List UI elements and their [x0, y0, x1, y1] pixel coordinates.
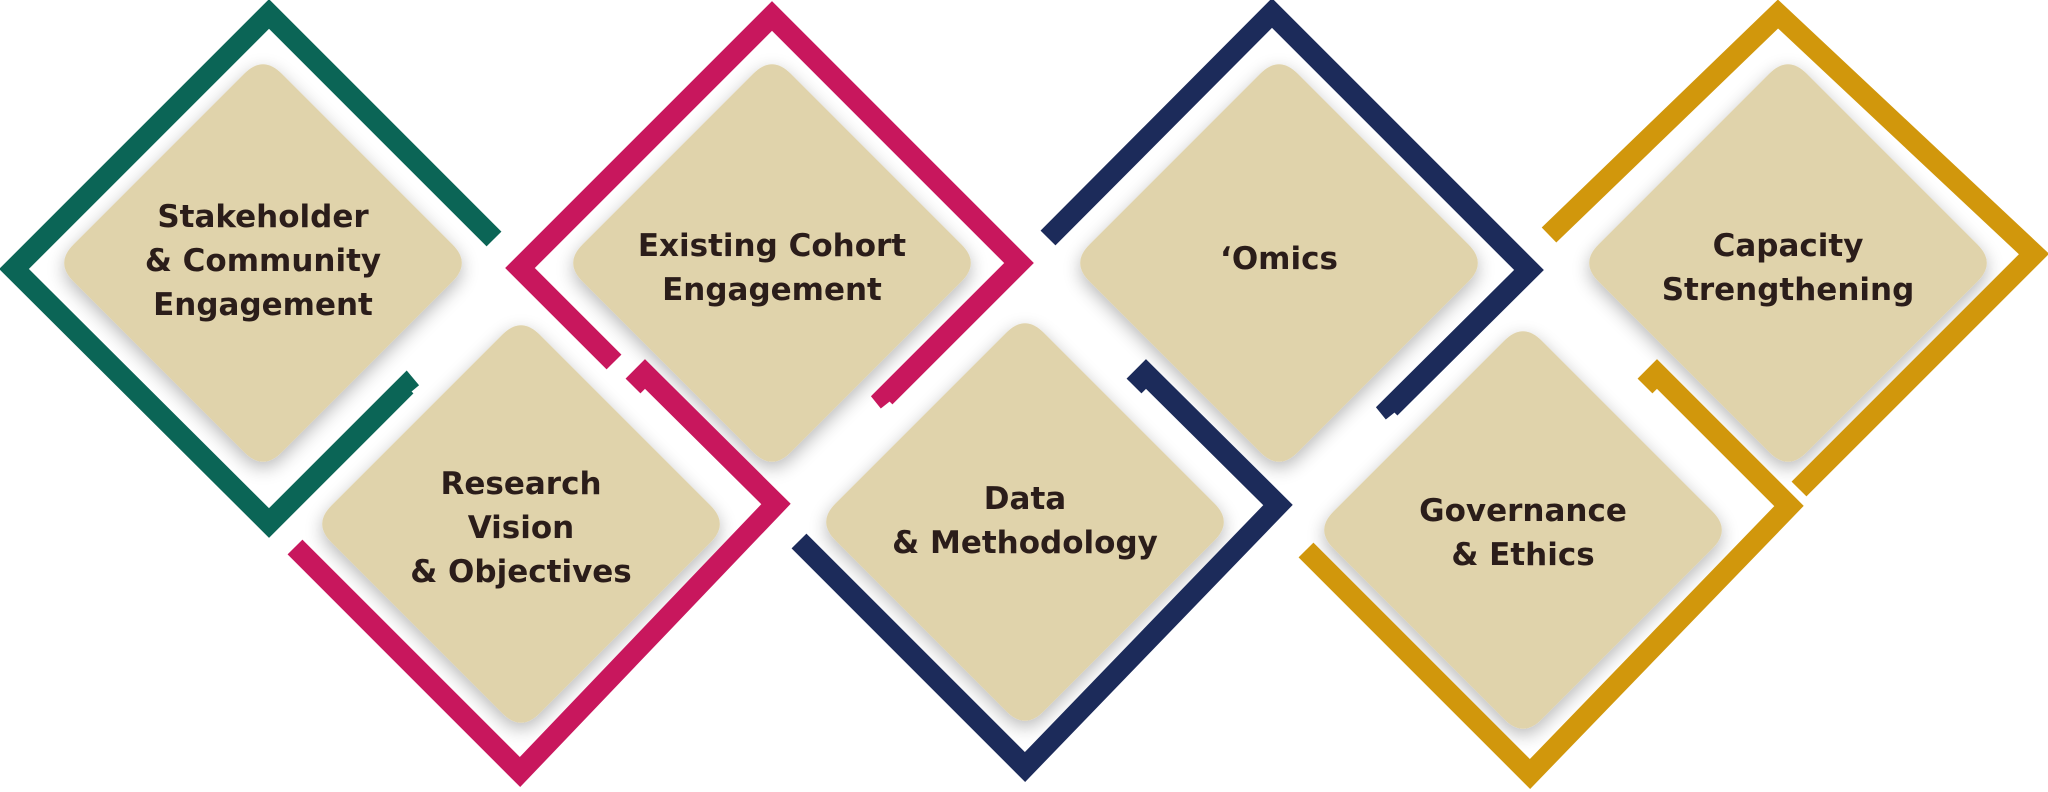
tile-governance [1324, 331, 1722, 729]
tile-label-data: Data & Methodology [875, 477, 1175, 565]
tile-label-line: & Methodology [892, 525, 1158, 561]
tile-data [826, 323, 1224, 721]
tile-label-line: Research [440, 466, 602, 502]
tile-label-line: Data [983, 481, 1067, 517]
tile-layer [64, 64, 1987, 729]
tile-label-line: & Community [144, 243, 382, 279]
tile-label-line: Strengthening [1661, 272, 1915, 308]
tile-label-line: & Ethics [1451, 537, 1595, 573]
tile-omics [1080, 64, 1478, 462]
tile-research [322, 325, 720, 723]
tile-label-governance: Governance & Ethics [1373, 489, 1673, 577]
frame-research [287, 359, 791, 788]
tile-label-line: ‘Omics [1220, 241, 1338, 277]
tile-label-line: Stakeholder [157, 199, 369, 235]
tile-stakeholder [64, 64, 462, 462]
tile-label-line: Vision [467, 510, 575, 546]
frame-capacity [1541, 0, 2048, 497]
tile-capacity [1589, 64, 1987, 462]
tile-label-line: Engagement [662, 272, 882, 308]
frame-governance [1298, 359, 1804, 789]
frame-data [791, 359, 1293, 782]
tile-label-line: Engagement [153, 287, 373, 323]
tile-label-line: Capacity [1712, 228, 1864, 264]
tile-label-line: Governance [1419, 493, 1627, 529]
frame-stakeholder [0, 0, 502, 538]
tile-cohort [573, 64, 971, 462]
frame-cohort [505, 1, 1034, 409]
frame-omics [1040, 0, 1544, 420]
tile-label-omics: ‘Omics [1129, 237, 1429, 281]
tile-label-line: & Objectives [410, 554, 632, 590]
tile-label-line: Existing Cohort [637, 228, 907, 264]
